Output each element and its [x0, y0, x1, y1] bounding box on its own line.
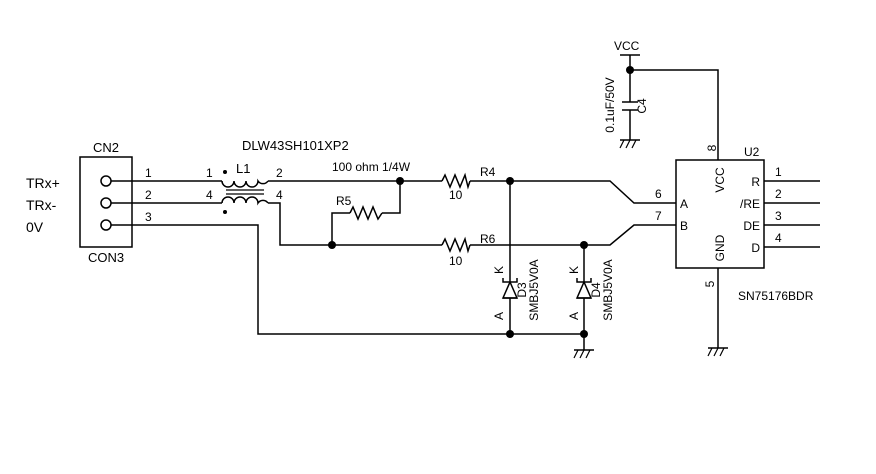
d3-k-label: K [492, 266, 506, 274]
r5-value: 100 ohm 1/4W [332, 160, 411, 174]
ic-pin-number: 8 [705, 144, 719, 151]
connector-pin-1-terminal [100, 175, 112, 187]
resistor-r5: R5 100 ohm 1/4W [332, 160, 411, 221]
ic-ref: U2 [744, 145, 760, 159]
ic-pin-number: 5 [703, 280, 717, 287]
tvs-diode-d4: K A D4 SMBJ5V0A [567, 259, 615, 320]
transceiver-ic-u2: U2 SN75176BDR VCC GND 8 5 A B 6 7 R /RE … [655, 144, 814, 303]
connector-value: CON3 [88, 250, 124, 265]
ic-pin-number: 3 [775, 209, 782, 223]
d4-ref: D4 [589, 282, 603, 298]
wires [132, 55, 820, 350]
ic-pin-number: 1 [775, 165, 782, 179]
junction-dot [580, 241, 588, 249]
choke-part-number: DLW43SH101XP2 [242, 138, 349, 153]
ic-pin-name-b: B [680, 219, 688, 233]
d4-k-label: K [567, 266, 581, 274]
ic-gnd-pin-name: GND [713, 234, 727, 261]
junction-dot [580, 330, 588, 338]
ic-vcc-pin-name: VCC [713, 167, 727, 193]
ground-symbol-ic [707, 347, 728, 357]
vcc-supply: VCC [614, 39, 640, 56]
ic-part-number: SN75176BDR [738, 289, 814, 303]
ic-pin-name-a: A [680, 197, 688, 211]
resistor-r6: R6 10 [441, 232, 496, 268]
d3-ref: D3 [515, 282, 529, 298]
choke-pin-number: 4 [276, 188, 283, 202]
c4-value: 0.1uF/50V [603, 77, 617, 132]
signal-label-trx-plus: TRx+ [26, 175, 60, 191]
junction-dot [328, 241, 336, 249]
r4-value: 10 [449, 188, 463, 202]
ground-symbol-c4 [619, 139, 640, 149]
c4-ref: C4 [635, 98, 649, 114]
vcc-label: VCC [614, 39, 640, 53]
resistor-r4: R4 10 [441, 165, 496, 202]
connector-cn2: CN2 CON3 1 2 3 [79, 140, 152, 265]
common-mode-choke-l1: L1 DLW43SH101XP2 1 2 4 4 [206, 138, 349, 214]
ic-body [675, 159, 765, 269]
r6-ref: R6 [480, 232, 496, 246]
connector-pin-number: 2 [145, 188, 152, 202]
choke-pin-number: 1 [206, 166, 213, 180]
d4-a-label: A [567, 312, 581, 320]
junction-dot [396, 177, 404, 185]
d3-part-number: SMBJ5V0A [527, 259, 541, 320]
r6-value: 10 [449, 254, 463, 268]
r4-ref: R4 [480, 165, 496, 179]
ic-pin-number: 7 [655, 209, 662, 223]
ic-pin-number: 2 [775, 187, 782, 201]
connector-body [79, 156, 133, 248]
tvs-diode-d3: K A D3 SMBJ5V0A [492, 259, 541, 320]
choke-pin-number: 4 [206, 188, 213, 202]
junction-dot [506, 330, 514, 338]
ic-pin-name-r: R [751, 175, 760, 189]
connector-ref: CN2 [93, 140, 119, 155]
junction-dot [626, 66, 634, 74]
choke-ref: L1 [236, 161, 250, 176]
r5-ref: R5 [336, 194, 352, 208]
ic-pin-name-d: D [751, 241, 760, 255]
d4-part-number: SMBJ5V0A [601, 259, 615, 320]
signal-label-0v: 0V [26, 219, 44, 235]
signal-label-trx-minus: TRx- [26, 197, 57, 213]
capacitor-c4: 0.1uF/50V C4 [603, 77, 649, 132]
connector-pin-2-terminal [100, 197, 112, 209]
connector-pin-number: 1 [145, 166, 152, 180]
d3-a-label: A [492, 312, 506, 320]
connector-pin-number: 3 [145, 210, 152, 224]
ic-pin-name-de: DE [743, 219, 760, 233]
ground-symbol-d4 [573, 349, 594, 359]
junction-dots [328, 66, 634, 338]
ic-pin-name-re: /RE [740, 197, 760, 211]
ic-pin-number: 4 [775, 231, 782, 245]
ic-pin-number: 6 [655, 187, 662, 201]
junction-dot [506, 177, 514, 185]
connector-pin-3-terminal [100, 219, 112, 231]
choke-pin-number: 2 [276, 166, 283, 180]
